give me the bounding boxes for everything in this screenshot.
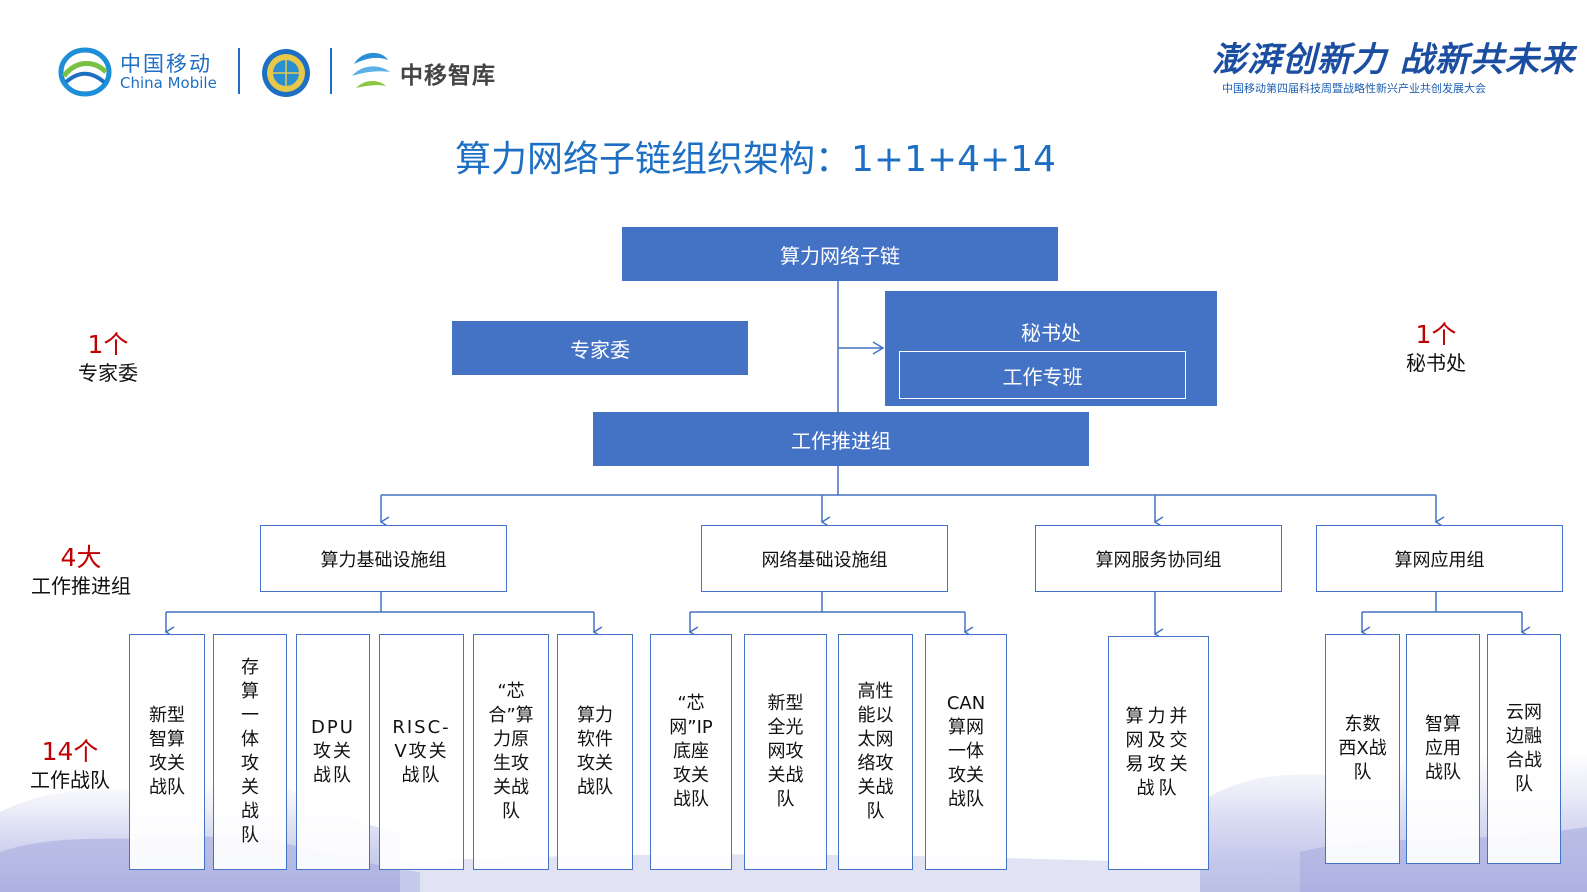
promotion-group-label: 工作推进组 bbox=[791, 428, 891, 453]
secretariat-box: 秘书处 bbox=[885, 291, 1217, 406]
association-emblem-icon bbox=[262, 49, 310, 97]
promotion-group-box: 工作推进组 bbox=[593, 412, 1089, 466]
team-label: 存算一体攻关战队 bbox=[241, 657, 259, 846]
team-label: 算力软件攻关战队 bbox=[577, 705, 613, 798]
work-team-box: 工作专班 bbox=[899, 351, 1186, 399]
expert-committee-label: 专家委 bbox=[570, 337, 630, 362]
count-teams: 14个 工作战队 bbox=[10, 737, 130, 793]
count-teams-label: 工作战队 bbox=[30, 768, 110, 792]
china-mobile-logo-cn: 中国移动 bbox=[120, 52, 212, 76]
team-box: “芯合”算力原生攻关战队 bbox=[473, 634, 549, 870]
team-box: 高性能以太网络攻关战队 bbox=[838, 634, 913, 870]
team-box: “芯网”IP底座攻关战队 bbox=[650, 634, 732, 870]
event-slogan: 澎湃创新力 战新共未来 bbox=[1212, 40, 1575, 80]
count-secretariat-num: 1个 bbox=[1415, 320, 1457, 349]
expert-committee-box: 专家委 bbox=[452, 321, 748, 375]
count-groups-label: 工作推进组 bbox=[31, 574, 131, 598]
group-label: 算力基础设施组 bbox=[320, 549, 447, 571]
team-box: 存算一体攻关战队 bbox=[213, 634, 287, 870]
china-mobile-logo: 中国移动 China Mobile bbox=[58, 46, 228, 98]
team-label: 智算应用战队 bbox=[1425, 714, 1461, 783]
team-box: 智算应用战队 bbox=[1406, 634, 1480, 864]
zhiku-logo-text: 中移智库 bbox=[400, 63, 496, 89]
group-label: 网络基础设施组 bbox=[761, 549, 888, 571]
count-secretariat-label: 秘书处 bbox=[1406, 351, 1466, 375]
team-label: 云网边融合战队 bbox=[1506, 702, 1542, 795]
china-mobile-logo-icon bbox=[58, 47, 112, 97]
team-label: DPU攻关战队 bbox=[311, 717, 355, 786]
count-expert-num: 1个 bbox=[87, 330, 129, 359]
count-secretariat: 1个 秘书处 bbox=[1376, 320, 1496, 376]
group-box: 算力基础设施组 bbox=[260, 525, 507, 592]
count-teams-num: 14个 bbox=[41, 737, 99, 766]
zhiku-logo: 中移智库 bbox=[348, 46, 508, 96]
count-expert: 1个 专家委 bbox=[48, 330, 168, 386]
event-slogan-sub: 中国移动第四届科技周暨战略性新兴产业共创发展大会 bbox=[1222, 82, 1486, 95]
team-box: DPU攻关战队 bbox=[296, 634, 370, 870]
group-box: 算网服务协同组 bbox=[1035, 525, 1282, 592]
team-box: RISC-V攻关战队 bbox=[379, 634, 464, 870]
team-box: 算力并网及交易攻关战队 bbox=[1108, 636, 1209, 870]
work-team-label: 工作专班 bbox=[1002, 364, 1083, 389]
team-label: 新型智算攻关战队 bbox=[149, 705, 185, 798]
page-title: 算力网络子链组织架构：1+1+4+14 bbox=[455, 139, 1057, 180]
group-box: 算网应用组 bbox=[1316, 525, 1563, 592]
team-label: “芯合”算力原生攻关战队 bbox=[488, 681, 534, 822]
count-groups: 4大 工作推进组 bbox=[20, 543, 142, 599]
team-label: 算力并网及交易攻关战队 bbox=[1125, 706, 1192, 799]
team-label: 新型全光网攻关战队 bbox=[767, 693, 804, 810]
count-groups-num: 4大 bbox=[60, 543, 102, 572]
org-root-box: 算力网络子链 bbox=[622, 227, 1058, 281]
china-mobile-logo-en: China Mobile bbox=[120, 74, 217, 92]
team-label: “芯网”IP底座攻关战队 bbox=[669, 693, 713, 810]
team-label: 东数西X战队 bbox=[1338, 714, 1387, 783]
team-box: 东数西X战队 bbox=[1325, 634, 1400, 864]
secretariat-label: 秘书处 bbox=[1021, 321, 1081, 345]
team-box: 云网边融合战队 bbox=[1487, 634, 1561, 864]
team-label: RISC-V攻关战队 bbox=[392, 717, 451, 786]
group-box: 网络基础设施组 bbox=[701, 525, 948, 592]
group-label: 算网应用组 bbox=[1394, 549, 1485, 571]
team-box: 新型全光网攻关战队 bbox=[744, 634, 827, 870]
header-divider bbox=[330, 48, 332, 94]
zhiku-logo-icon bbox=[352, 52, 390, 88]
org-root-label: 算力网络子链 bbox=[780, 243, 900, 268]
team-box: CAN算网一体攻关战队 bbox=[925, 634, 1007, 870]
team-box: 算力软件攻关战队 bbox=[557, 634, 633, 870]
count-expert-label: 专家委 bbox=[78, 361, 138, 385]
group-label: 算网服务协同组 bbox=[1095, 549, 1222, 571]
header-divider bbox=[238, 48, 240, 94]
team-label: CAN算网一体攻关战队 bbox=[946, 693, 986, 810]
team-label: 高性能以太网络攻关战队 bbox=[857, 681, 894, 822]
team-box: 新型智算攻关战队 bbox=[129, 634, 205, 870]
